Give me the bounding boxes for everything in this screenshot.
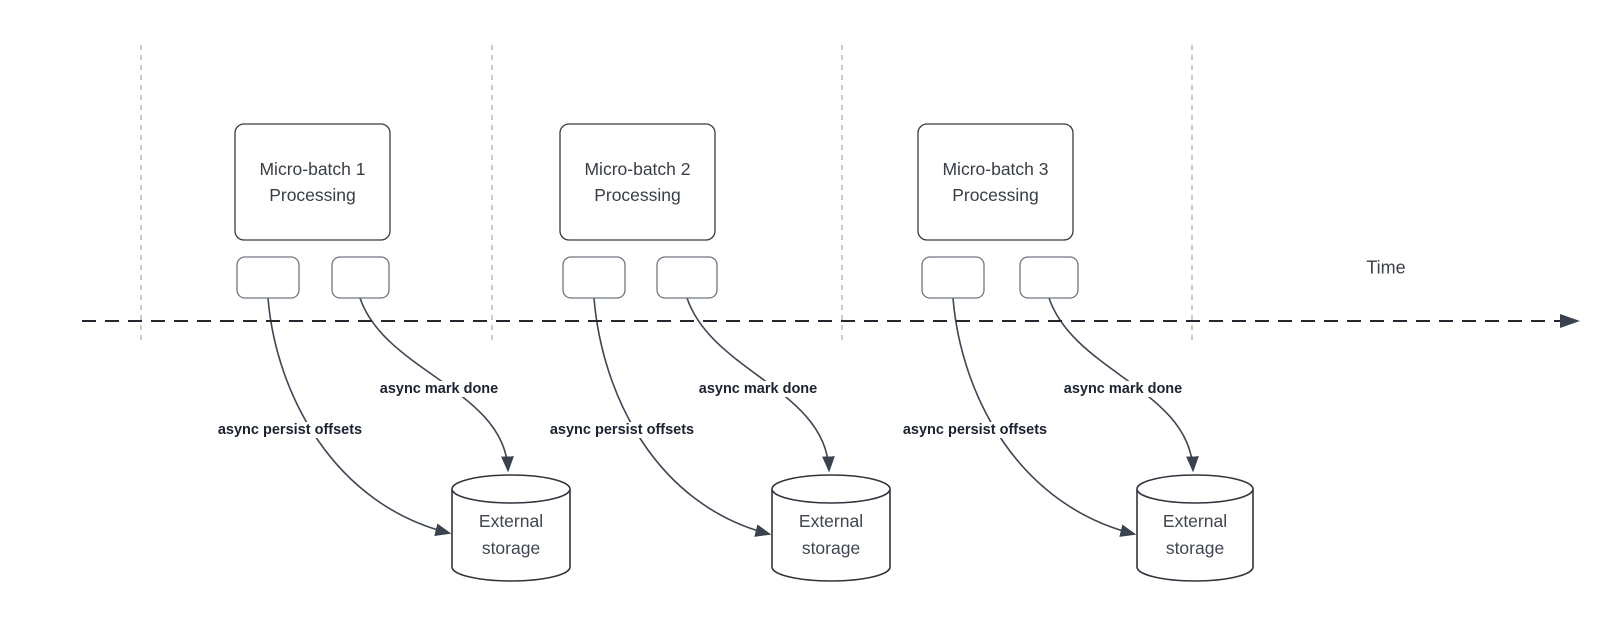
external-storage-label-1-line2: storage bbox=[481, 538, 541, 558]
mark-done-label-1: async mark done bbox=[376, 381, 502, 397]
external-storage-label-1-line1: External bbox=[478, 511, 544, 531]
external-storage-label-3-line2: storage bbox=[1165, 538, 1225, 558]
persist-offsets-label-3: async persist offsets bbox=[899, 422, 1051, 438]
mark-done-task-rect-2 bbox=[656, 256, 718, 299]
micro-batch-box-3 bbox=[917, 123, 1074, 241]
mark-done-task-rect-1 bbox=[331, 256, 390, 299]
external-storage-label-1: External storage bbox=[452, 495, 570, 575]
micro-batch-title-3-line2: Processing bbox=[952, 185, 1039, 205]
mark-done-label-2: async mark done bbox=[695, 381, 821, 397]
time-axis-label: Time bbox=[1366, 257, 1406, 278]
micro-batch-title-1-line2: Processing bbox=[269, 185, 356, 205]
external-storage-label-2-line2: storage bbox=[801, 538, 861, 558]
external-storage-cylinder-icon-3 bbox=[1136, 474, 1254, 582]
external-storage-cylinder-icon-1 bbox=[451, 474, 571, 582]
mark-done-task-rect-3 bbox=[1019, 256, 1079, 299]
persist-offsets-label-1: async persist offsets bbox=[214, 422, 366, 438]
micro-batch-title-2-line2: Processing bbox=[594, 185, 681, 205]
external-storage-label-3-line1: External bbox=[1162, 511, 1228, 531]
time-axis-arrowhead-icon bbox=[1560, 314, 1580, 328]
persist-task-rect-1 bbox=[236, 256, 300, 299]
persist-task-rect-2 bbox=[562, 256, 626, 299]
persist-offsets-arrow-1 bbox=[267, 297, 452, 536]
external-storage-label-2: External storage bbox=[772, 495, 890, 575]
external-storage-label-3: External storage bbox=[1137, 495, 1253, 575]
mark-done-label-3: async mark done bbox=[1060, 381, 1186, 397]
persist-task-rect-3 bbox=[921, 256, 985, 299]
micro-batch-title-2-line1: Micro-batch 2 bbox=[584, 159, 691, 179]
micro-batch-title-3: Micro-batch 3 Processing bbox=[918, 124, 1073, 240]
external-storage-label-2-line1: External bbox=[798, 511, 864, 531]
micro-batch-title-1-line1: Micro-batch 1 bbox=[259, 159, 366, 179]
persist-offsets-label-2: async persist offsets bbox=[546, 422, 698, 438]
persist-offsets-arrow-2 bbox=[593, 297, 772, 537]
micro-batch-box-1 bbox=[234, 123, 391, 241]
persist-offsets-arrow-3 bbox=[952, 297, 1137, 537]
micro-batch-title-1: Micro-batch 1 Processing bbox=[235, 124, 390, 240]
micro-batch-box-2 bbox=[559, 123, 716, 241]
micro-batch-title-3-line1: Micro-batch 3 bbox=[942, 159, 1049, 179]
external-storage-cylinder-icon-2 bbox=[771, 474, 891, 582]
micro-batch-title-2: Micro-batch 2 Processing bbox=[560, 124, 715, 240]
